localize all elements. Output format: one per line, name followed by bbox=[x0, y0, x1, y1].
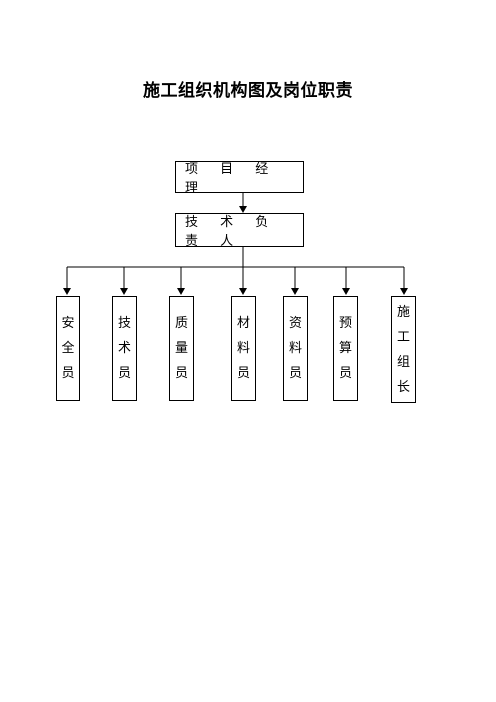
staff-char: 量 bbox=[174, 341, 188, 356]
staff-char: 材 bbox=[236, 316, 250, 331]
staff-box-budget: 预 算 员 bbox=[333, 296, 358, 401]
staff-char: 料 bbox=[236, 341, 250, 356]
staff-char: 全 bbox=[61, 341, 75, 356]
tech-lead-label: 技 术 负 责 人 bbox=[185, 215, 278, 249]
staff-char: 员 bbox=[174, 366, 188, 381]
staff-box-documentation: 资 料 员 bbox=[283, 296, 308, 401]
project-manager-box: 项 目 经 理 bbox=[175, 161, 304, 196]
staff-char: 安 bbox=[61, 316, 75, 331]
staff-char: 员 bbox=[338, 366, 352, 381]
staff-char: 算 bbox=[338, 341, 352, 356]
staff-box-quality: 质 量 员 bbox=[169, 296, 194, 401]
staff-char: 资 bbox=[288, 316, 302, 331]
page-title: 施工组织机构图及岗位职责 bbox=[143, 81, 353, 101]
project-manager-label: 项 目 经 理 bbox=[185, 162, 278, 196]
staff-box-crew-leader: 施 工 组 长 bbox=[391, 296, 416, 403]
staff-char: 料 bbox=[288, 341, 302, 356]
staff-char: 员 bbox=[117, 366, 131, 381]
staff-char: 长 bbox=[396, 379, 410, 395]
staff-char: 工 bbox=[396, 329, 410, 345]
staff-char: 施 bbox=[396, 304, 410, 320]
staff-box-technician: 技 术 员 bbox=[112, 296, 137, 401]
staff-char: 术 bbox=[117, 341, 131, 356]
staff-box-safety: 安 全 员 bbox=[56, 296, 80, 401]
staff-char: 员 bbox=[61, 366, 75, 381]
staff-box-materials: 材 料 员 bbox=[231, 296, 256, 401]
staff-char: 员 bbox=[288, 366, 302, 381]
tech-lead-box: 技 术 负 责 人 bbox=[175, 213, 304, 249]
staff-char: 质 bbox=[174, 316, 188, 331]
staff-char: 技 bbox=[117, 316, 131, 331]
staff-char: 预 bbox=[338, 316, 352, 331]
staff-char: 组 bbox=[396, 354, 410, 370]
staff-char: 员 bbox=[236, 366, 250, 381]
